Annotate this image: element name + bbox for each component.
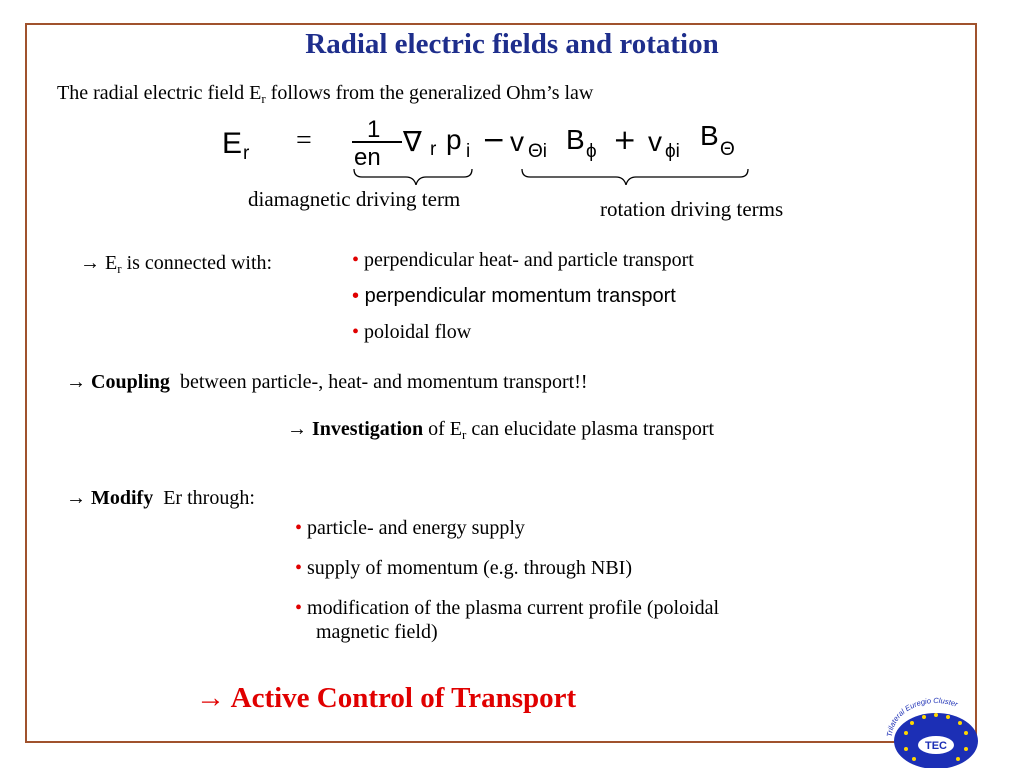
eq-equals: = xyxy=(296,125,312,156)
eq-minus: − xyxy=(482,123,505,156)
arrow-icon: → xyxy=(66,371,86,393)
slide-border xyxy=(25,23,977,743)
list-item: • modification of the plasma current pro… xyxy=(295,597,720,619)
list-item-continuation: magnetic field) xyxy=(316,621,438,643)
bullet-icon: • xyxy=(295,557,303,579)
eq-frac-den: en xyxy=(354,144,381,171)
tec-logo: TEC Trilateral Euregio Cluster xyxy=(885,696,978,768)
coupling-line: → Coupling between particle-, heat- and … xyxy=(66,371,588,393)
eq-grad: ∇ xyxy=(402,125,422,158)
list-item: • perpendicular momentum transport xyxy=(352,285,676,307)
logo-center xyxy=(918,736,954,754)
arrow-icon: → xyxy=(287,418,307,440)
bullet-icon: • xyxy=(352,285,360,307)
rotation-underbrace xyxy=(521,168,749,185)
ohms-law-equation: E r = 1 en ∇ r p i − v Θi B ϕ + v ϕi B Θ xyxy=(222,116,749,185)
eq-v2-sub: ϕi xyxy=(665,141,680,162)
bullet-icon: • xyxy=(352,249,360,271)
diamagnetic-label: diamagnetic driving term xyxy=(248,187,461,211)
logo-center-text: TEC xyxy=(925,740,947,752)
eq-v1-sub: Θi xyxy=(528,141,547,162)
arrow-icon: → xyxy=(80,252,100,274)
eq-B2-sub: Θ xyxy=(720,139,735,160)
eq-v2: v xyxy=(648,126,662,157)
logo-stars xyxy=(904,713,968,761)
eq-v1: v xyxy=(510,126,524,157)
eq-B2: B xyxy=(700,120,719,151)
slide-title: Radial electric fields and rotation xyxy=(305,28,719,60)
eq-p-sub: i xyxy=(466,141,470,162)
diamagnetic-underbrace xyxy=(353,168,473,185)
active-control-heading: → Active Control of Transport xyxy=(196,682,577,714)
eq-plus: + xyxy=(613,123,636,156)
eq-grad-sub: r xyxy=(430,139,437,160)
eq-lhs: E xyxy=(222,127,242,160)
list-item: • particle- and energy supply xyxy=(295,517,525,539)
rotation-label: rotation driving terms xyxy=(600,197,784,221)
list-item: • perpendicular heat- and particle trans… xyxy=(352,249,694,271)
eq-lhs-sub: r xyxy=(243,143,250,164)
connected-heading: → Er is connected with: xyxy=(80,252,273,276)
arrow-icon: → xyxy=(196,682,225,714)
bullet-icon: • xyxy=(295,597,303,619)
list-item: • poloidal flow xyxy=(352,321,472,343)
intro-text: The radial electric field Er follows fro… xyxy=(57,82,594,106)
arrow-icon: → xyxy=(66,487,86,509)
eq-p: p xyxy=(446,124,462,155)
bullet-icon: • xyxy=(295,517,303,539)
list-item: • supply of momentum (e.g. through NBI) xyxy=(295,557,632,579)
modify-heading: → Modify Er through: xyxy=(66,487,255,509)
eq-B1: B xyxy=(566,124,585,155)
bullet-icon: • xyxy=(352,321,360,343)
investigation-line: → Investigation of Er can elucidate plas… xyxy=(287,418,715,442)
eq-frac-num: 1 xyxy=(367,116,380,143)
eq-B1-sub: ϕ xyxy=(586,141,597,162)
